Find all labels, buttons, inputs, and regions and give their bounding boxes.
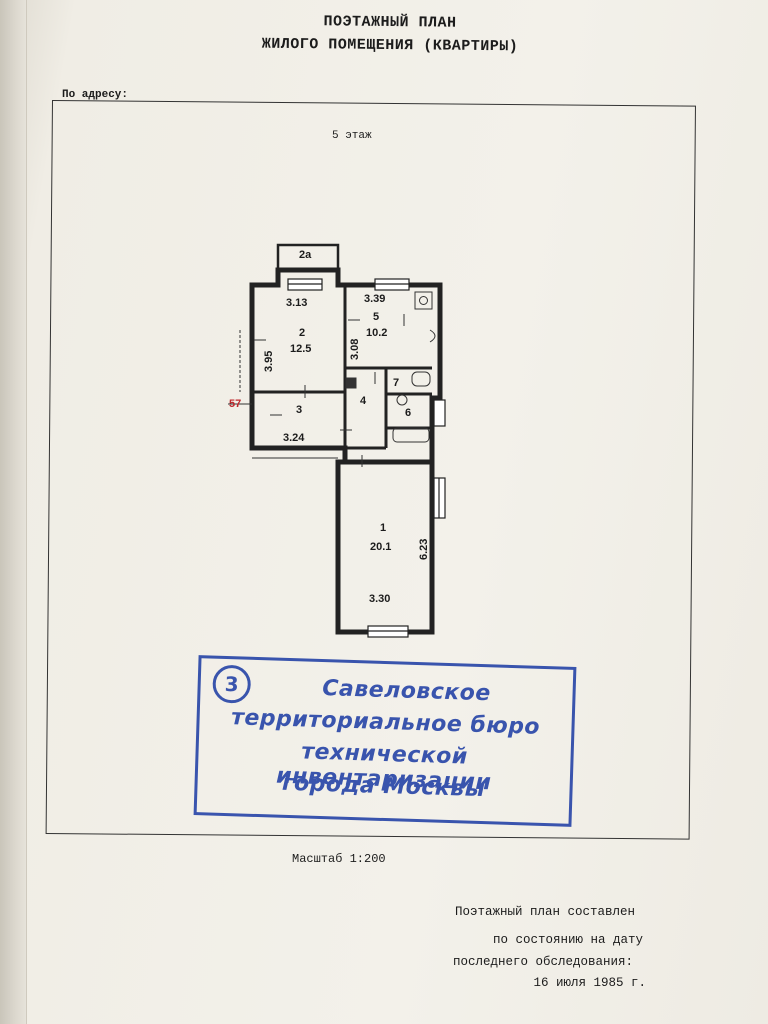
stamp-line1: Савеловское — [321, 676, 492, 707]
toilet-tank — [411, 371, 431, 387]
dim-room2-height: 3.95 — [263, 351, 275, 372]
scale-label: Масштаб 1:200 — [292, 852, 386, 866]
room2-area: 12.5 — [290, 343, 311, 355]
dim-room2-width: 3.13 — [286, 297, 307, 309]
dim-room5-height: 3.08 — [349, 339, 361, 360]
bathtub — [392, 427, 430, 443]
washbasin — [396, 394, 408, 406]
room2-number: 2 — [299, 327, 305, 339]
wall-balcony — [276, 243, 340, 272]
dim-room1-width: 3.30 — [369, 593, 390, 605]
room5-number: 5 — [373, 311, 379, 323]
room6-number: 6 — [405, 407, 411, 419]
note-line4: 16 июля 1985 г. — [533, 976, 646, 990]
room1-number: 1 — [380, 522, 386, 534]
room7-number: 7 — [393, 377, 399, 389]
stove — [414, 291, 433, 310]
dim-room1-height: 6.23 — [418, 539, 430, 560]
address-label: По адресу: — [62, 89, 129, 101]
page-edge — [0, 0, 27, 1024]
balcony-label: 2а — [299, 249, 312, 261]
room3-number: 3 — [296, 404, 302, 416]
note-line3: последнего обследования: — [452, 955, 633, 969]
ventilation-shaft — [345, 377, 357, 389]
dim-room3-width: 3.24 — [283, 432, 305, 444]
room5-area: 10.2 — [366, 327, 387, 339]
window-right — [433, 399, 446, 427]
dim-room5-width: 3.39 — [364, 293, 385, 305]
room4-number: 4 — [360, 395, 367, 407]
floor-label: 5 этаж — [332, 130, 372, 142]
room1-area: 20.1 — [370, 541, 391, 553]
note-line2: по состоянию на дату — [492, 933, 643, 947]
wall-outline-left — [249, 282, 348, 465]
bti-stamp: 3 Савеловское территориальное бюро техни… — [193, 655, 577, 827]
stamp-line2: территориальное бюро — [230, 705, 541, 740]
section-mark: 57 — [229, 398, 241, 410]
note-line1: Поэтажный план составлен — [454, 905, 635, 919]
sink — [429, 329, 436, 343]
wall-room1 — [335, 459, 435, 635]
